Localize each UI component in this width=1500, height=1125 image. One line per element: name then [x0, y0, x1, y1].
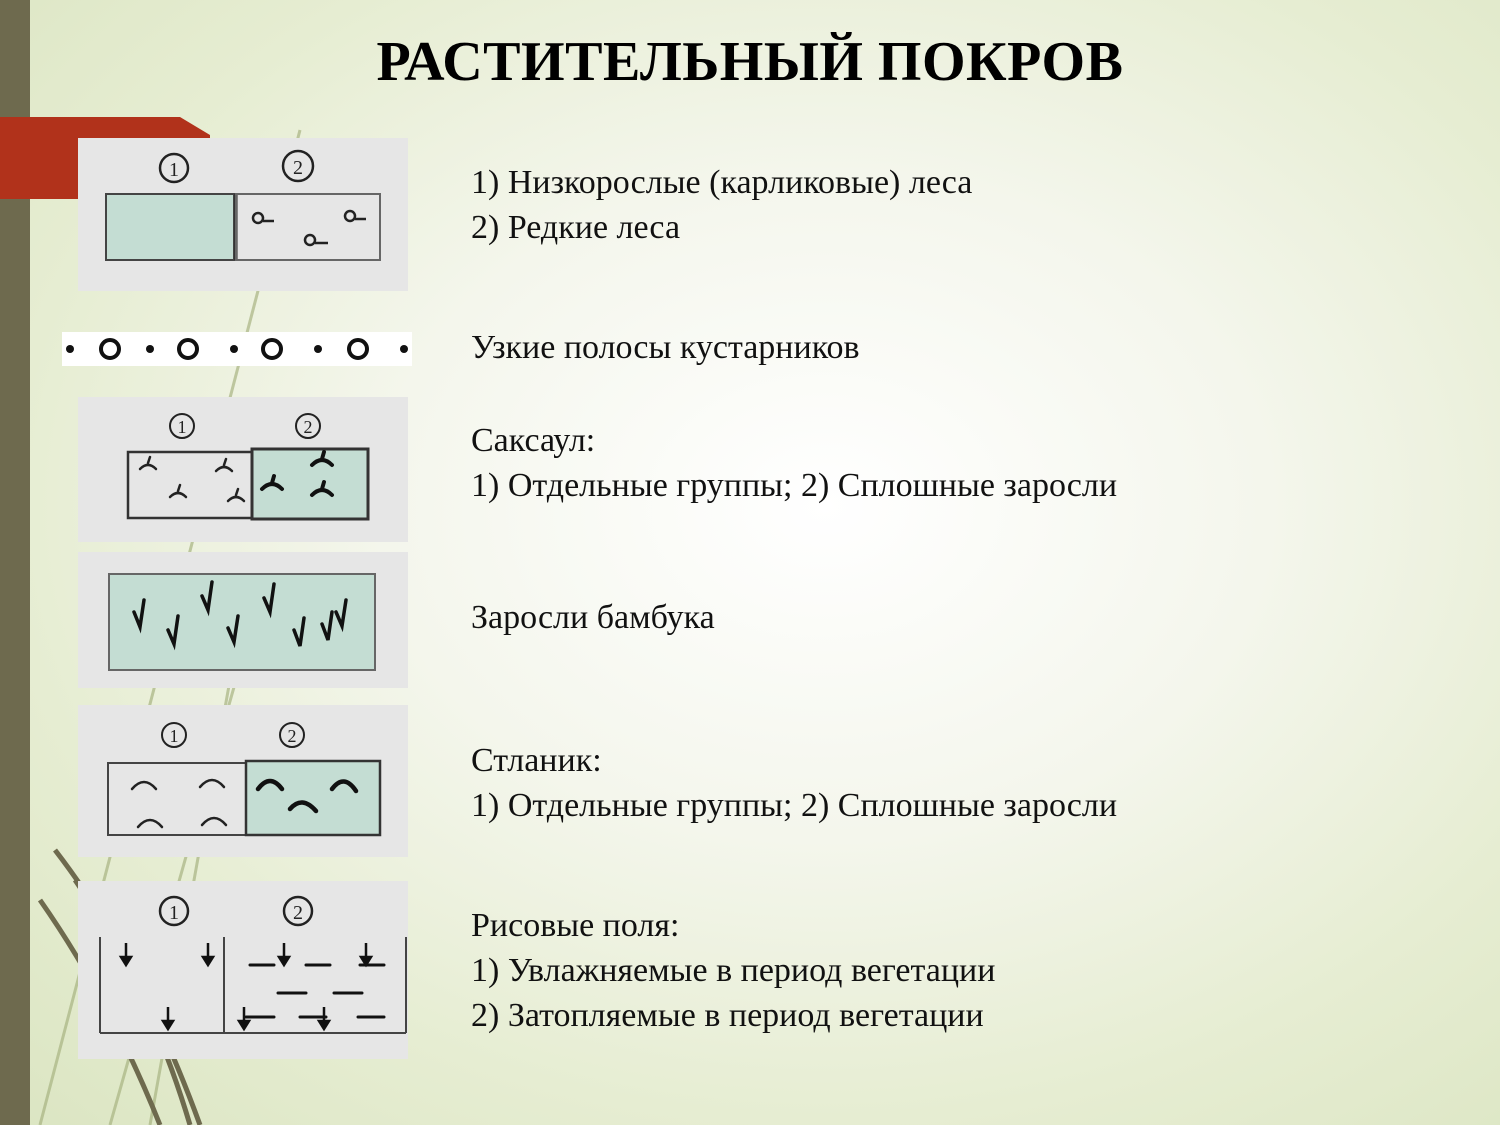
- low-and-sparse-forest-symbol-icon: 1 2: [105, 149, 381, 261]
- legend-line: 1) Увлажняемые в период вегетации: [471, 952, 996, 989]
- marker-2: 2: [304, 417, 313, 437]
- legend-line: Узкие полосы кустарников: [471, 329, 860, 366]
- marker-1: 1: [170, 726, 179, 746]
- legend-text-forest: 1) Низкорослые (карликовые) леса 2) Редк…: [471, 160, 972, 250]
- elfin-wood-symbol-icon: 1 2: [107, 722, 382, 837]
- legend-symbol-rice: 1 2: [78, 881, 408, 1059]
- legend-text-rice: Рисовые поля: 1) Увлажняемые в период ве…: [471, 903, 995, 1038]
- bamboo-symbol-icon: [108, 573, 376, 671]
- saxaul-symbol-icon: 1 2: [126, 413, 370, 521]
- legend-line: 2) Затопляемые в период вегетации: [471, 997, 984, 1034]
- legend-symbol-shrubs: [62, 332, 412, 366]
- marker-2: 2: [293, 902, 303, 924]
- legend-symbol-elfin-wood: 1 2: [78, 705, 408, 857]
- rice-field-symbol-icon: 1 2: [99, 895, 407, 1034]
- marker-2: 2: [293, 157, 303, 179]
- legend-symbol-forest: 1 2: [78, 138, 408, 291]
- legend-text-shrubs: Узкие полосы кустарников: [471, 325, 860, 370]
- legend-line: 1) Отдельные группы; 2) Сплошные заросли: [471, 787, 1118, 824]
- marker-1: 1: [178, 417, 187, 437]
- legend-line: 1) Низкорослые (карликовые) леса: [471, 164, 973, 201]
- legend-text-bamboo: Заросли бамбука: [471, 595, 715, 640]
- legend-symbol-bamboo: [78, 552, 408, 688]
- marker-2: 2: [288, 726, 297, 746]
- marker-1: 1: [169, 159, 179, 181]
- slide-title: РАСТИТЕЛЬНЫЙ ПОКРОВ: [376, 31, 1124, 93]
- legend-line: Саксаул:: [471, 422, 596, 459]
- legend-line: Заросли бамбука: [471, 599, 715, 636]
- legend-line: 1) Отдельные группы; 2) Сплошные заросли: [471, 467, 1118, 504]
- legend-line: Рисовые поля:: [471, 907, 680, 944]
- legend-text-elfin-wood: Стланик: 1) Отдельные группы; 2) Сплошны…: [471, 738, 1117, 828]
- marker-1: 1: [169, 902, 179, 924]
- legend-line: Стланик:: [471, 742, 602, 779]
- legend-line: 2) Редкие леса: [471, 209, 681, 246]
- legend-text-saxaul: Саксаул: 1) Отдельные группы; 2) Сплошны…: [471, 418, 1117, 508]
- narrow-shrub-strip-symbol-icon: [66, 338, 408, 360]
- legend-symbol-saxaul: 1 2: [78, 397, 408, 542]
